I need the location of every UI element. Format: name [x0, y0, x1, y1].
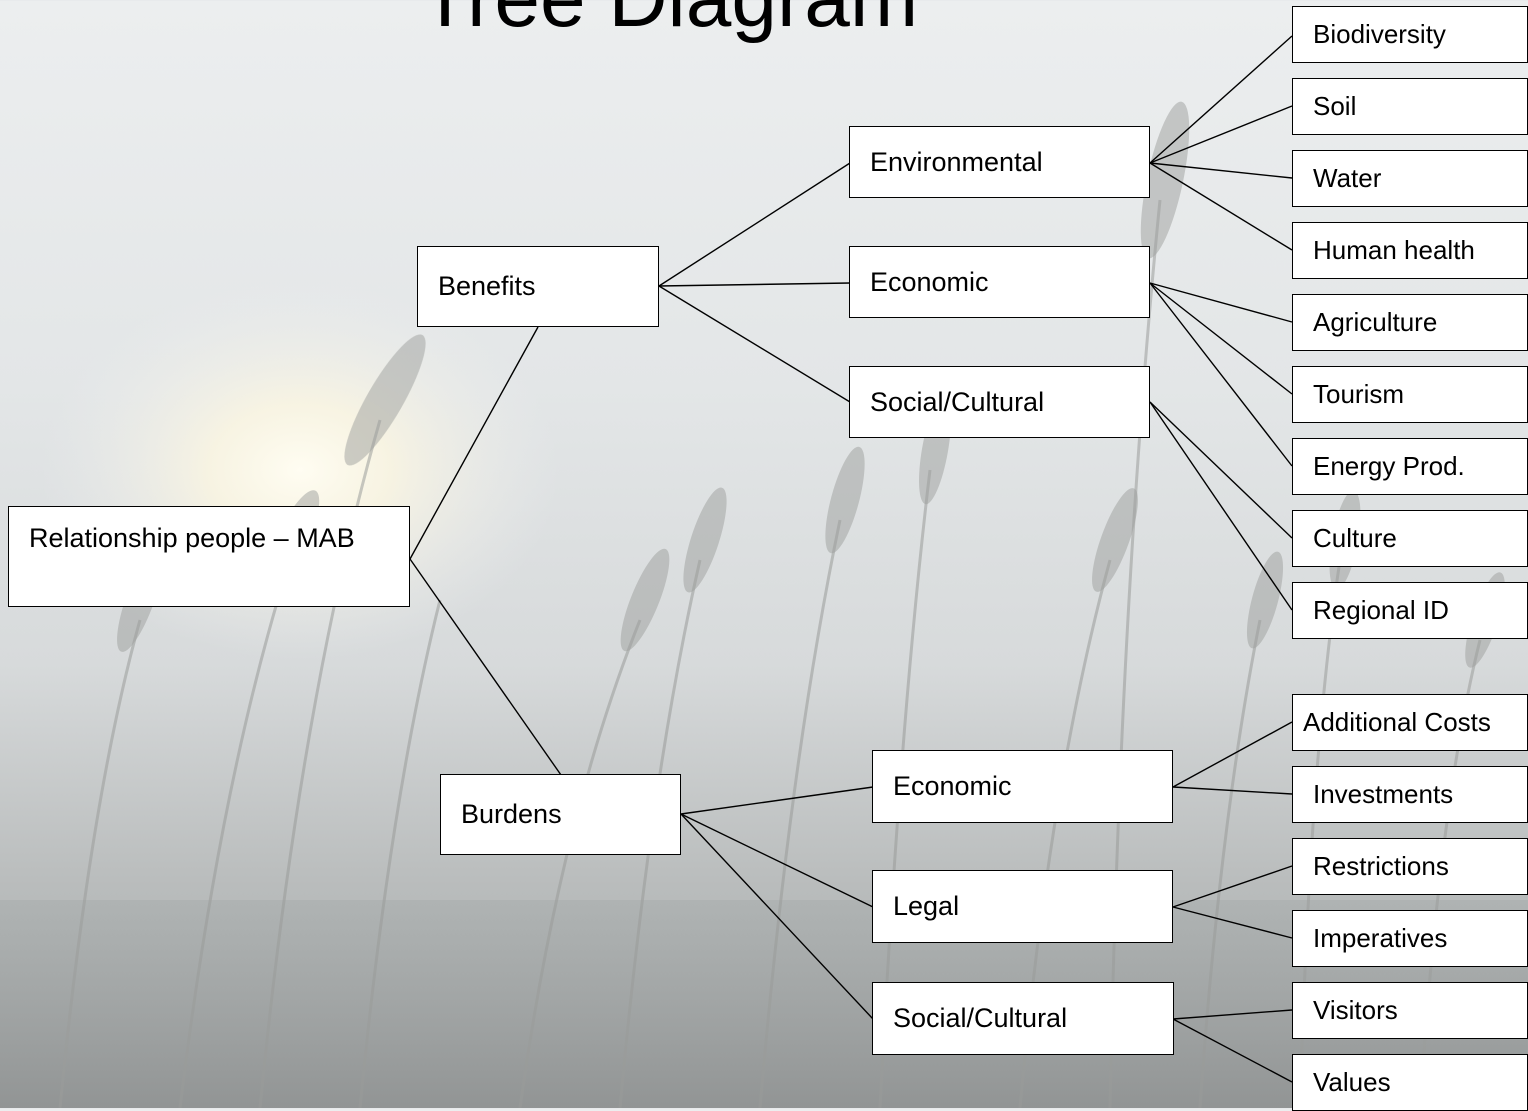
connector	[658, 282, 851, 287]
economic-benefit-node: Economic	[849, 246, 1150, 318]
leaf-human-health: Human health	[1292, 222, 1528, 279]
connector	[1172, 786, 1293, 795]
social-cultural-burden-node: Social/Cultural	[872, 982, 1174, 1055]
leaf-water: Water	[1292, 150, 1528, 207]
connector	[658, 285, 851, 403]
leaf-visitors: Visitors	[1292, 982, 1528, 1039]
connector	[1149, 162, 1293, 179]
leaf-additional-costs: Additional Costs	[1292, 694, 1528, 751]
connector	[1149, 401, 1293, 611]
burdens-node: Burdens	[440, 774, 681, 855]
connector	[680, 813, 874, 908]
leaf-agriculture: Agriculture	[1292, 294, 1528, 351]
benefits-node: Benefits	[417, 246, 659, 327]
environmental-node: Environmental	[849, 126, 1150, 198]
leaf-energy-prod: Energy Prod.	[1292, 438, 1528, 495]
connector	[1172, 1018, 1293, 1083]
economic-burden-node: Economic	[872, 750, 1173, 823]
connector	[1149, 35, 1293, 164]
connector	[1172, 721, 1293, 788]
root-node: Relationship people – MAB	[8, 506, 410, 607]
connector	[1172, 865, 1293, 908]
leaf-imperatives: Imperatives	[1292, 910, 1528, 967]
connector	[1149, 105, 1293, 164]
leaf-biodiversity: Biodiversity	[1292, 6, 1528, 63]
leaf-restrictions: Restrictions	[1292, 838, 1528, 895]
connector	[1149, 282, 1293, 323]
legal-node: Legal	[872, 870, 1173, 943]
connector	[409, 326, 539, 560]
leaf-regional-id: Regional ID	[1292, 582, 1528, 639]
social-cultural-benefit-node: Social/Cultural	[849, 366, 1150, 438]
connector	[1172, 906, 1293, 939]
connector	[1149, 282, 1293, 395]
connector	[1149, 162, 1293, 251]
connector	[409, 558, 562, 776]
leaf-values: Values	[1292, 1054, 1528, 1111]
connector	[1149, 401, 1293, 539]
connector	[680, 813, 874, 1020]
leaf-soil: Soil	[1292, 78, 1528, 135]
connector	[1149, 282, 1293, 467]
page-title: Tree Diagram	[420, 0, 918, 40]
leaf-tourism: Tourism	[1292, 366, 1528, 423]
connector	[680, 786, 874, 815]
connector	[1172, 1009, 1293, 1020]
leaf-investments: Investments	[1292, 766, 1528, 823]
leaf-culture: Culture	[1292, 510, 1528, 567]
connector	[658, 162, 851, 287]
